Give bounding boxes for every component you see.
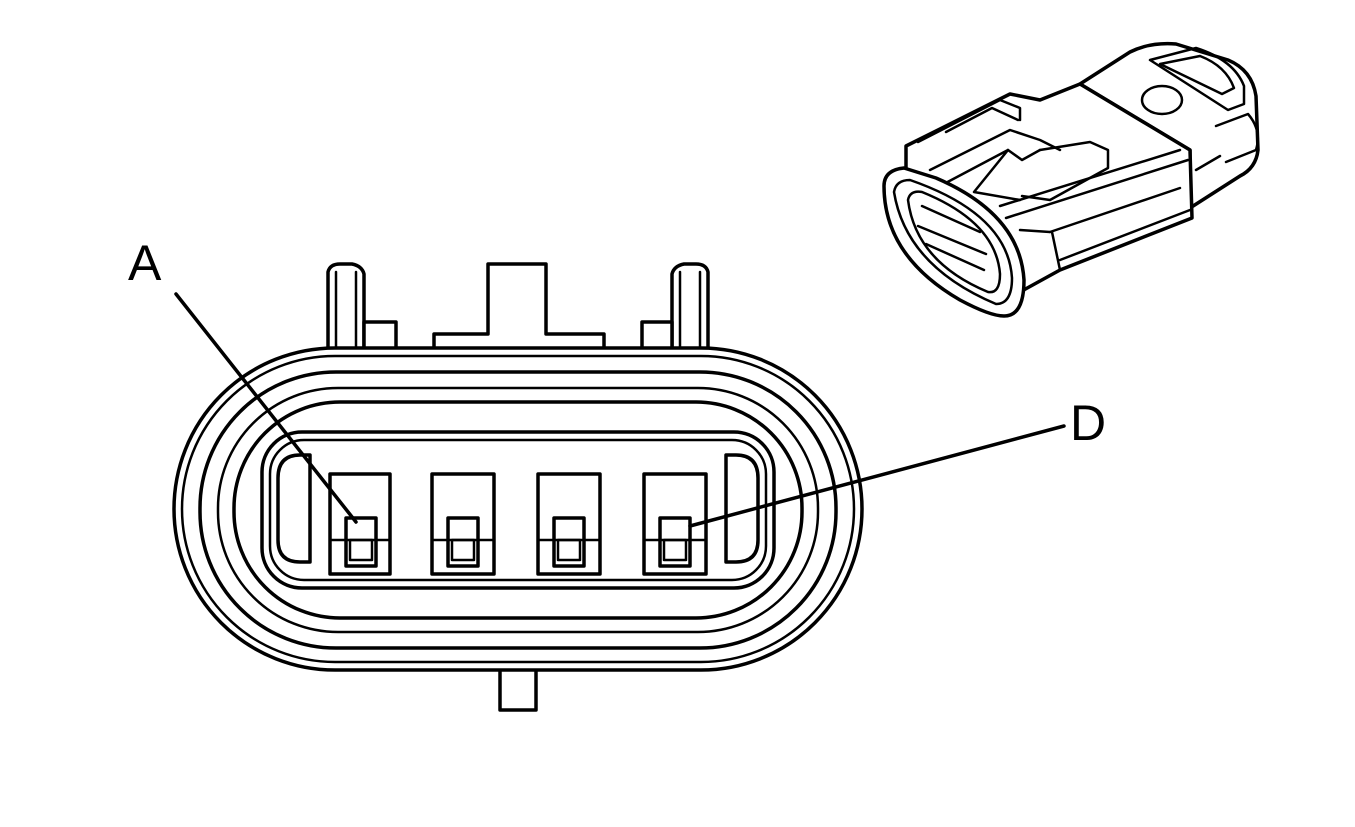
connector-isometric-view xyxy=(882,41,1260,318)
right-latch-tab xyxy=(640,262,710,357)
leader-line-a xyxy=(174,292,358,524)
callout-label-d: D xyxy=(1070,395,1106,451)
terminal-a xyxy=(328,472,392,576)
terminal-cavity xyxy=(260,430,776,590)
terminal-c xyxy=(536,472,602,576)
leader-line-d xyxy=(688,424,1066,528)
connector-face-view xyxy=(172,262,864,712)
center-key xyxy=(432,262,606,357)
callout-label-a: A xyxy=(128,235,162,291)
terminal-d xyxy=(642,472,708,576)
terminal-b xyxy=(430,472,496,576)
left-latch-tab xyxy=(326,262,398,357)
callout-a: A xyxy=(128,235,358,524)
callout-d: D xyxy=(688,395,1106,528)
